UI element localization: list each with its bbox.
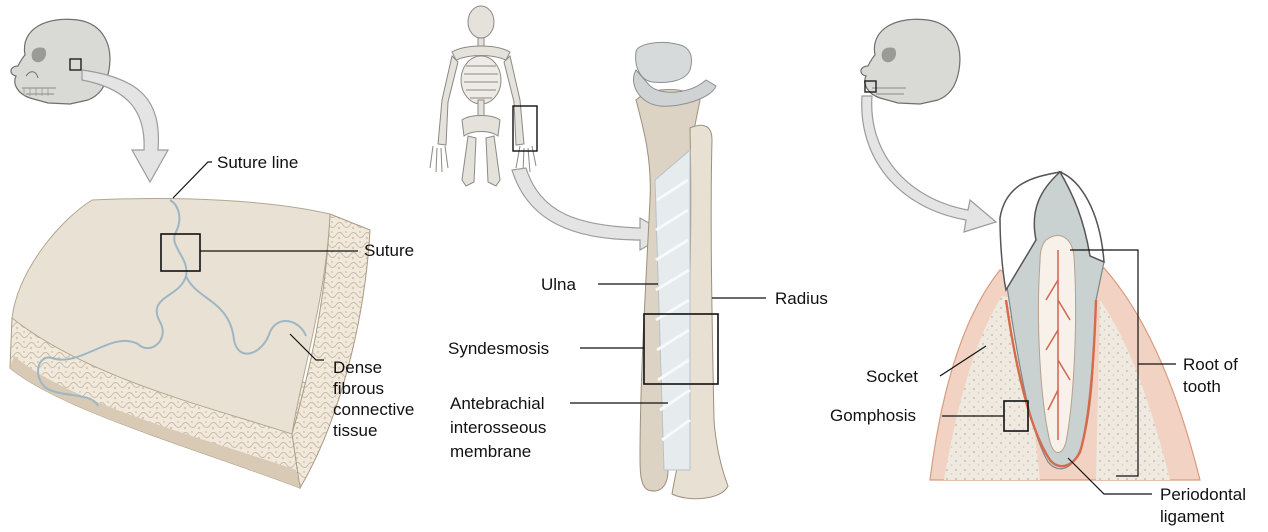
- socket-label: Socket: [866, 367, 918, 386]
- forearm-marker: [512, 105, 538, 152]
- tissue-leader: [289, 333, 324, 361]
- suture-panel: Suture line Suture Dense fibrous connect…: [9, 18, 414, 490]
- syndesmosis-label: Syndesmosis: [448, 339, 549, 358]
- skeleton-image: [429, 5, 537, 187]
- skull-image-right: [860, 18, 961, 105]
- zoom-arrow-left: [81, 69, 170, 184]
- tissue-label-line-3: connective: [333, 400, 414, 419]
- tissue-label-line-2: fibrous: [333, 379, 384, 398]
- suture-line-leader: [172, 161, 212, 199]
- radius-label: Radius: [775, 289, 828, 308]
- membrane-label-line-1: Antebrachial: [450, 394, 545, 413]
- syndesmosis-box: [643, 313, 719, 385]
- suture-line-path: [37, 199, 188, 407]
- suture-line-label: Suture line: [217, 153, 298, 172]
- skull-suture-marker: [69, 58, 82, 71]
- ulna-label: Ulna: [541, 275, 577, 294]
- suture-label: Suture: [364, 241, 414, 260]
- tooth-section: [929, 170, 1201, 481]
- root-label-line-1: Root of: [1183, 355, 1238, 374]
- ligament-leader: [1067, 457, 1152, 495]
- zoom-arrow-right: [861, 95, 998, 233]
- suture-bone-block: [9, 198, 371, 490]
- membrane-label-line-2: interosseous: [450, 418, 546, 437]
- periodontal-ligament-path: [1004, 299, 1098, 468]
- membrane-label-line-3: membrane: [450, 442, 531, 461]
- tissue-label-line-4: tissue: [333, 421, 377, 440]
- suture-box: [160, 233, 201, 272]
- root-bracket: [1070, 249, 1139, 477]
- root-label-line-2: tooth: [1183, 377, 1221, 396]
- ligament-label-line-1: Periodontal: [1160, 485, 1246, 504]
- skull-tooth-marker: [864, 80, 877, 93]
- tissue-label-line-1: Dense: [333, 358, 382, 377]
- ligament-label-line-2: ligament: [1160, 507, 1225, 526]
- gomphosis-panel: Socket Gomphosis Root of tooth Periodont…: [830, 18, 1246, 526]
- zoom-arrow-middle: [511, 167, 670, 252]
- socket-leader: [939, 345, 987, 377]
- skull-image-left: [10, 18, 111, 105]
- syndesmosis-panel: Ulna Radius Syndesmosis Antebrachial int…: [429, 5, 828, 500]
- gomphosis-label: Gomphosis: [830, 406, 916, 425]
- forearm-bones: [633, 41, 729, 500]
